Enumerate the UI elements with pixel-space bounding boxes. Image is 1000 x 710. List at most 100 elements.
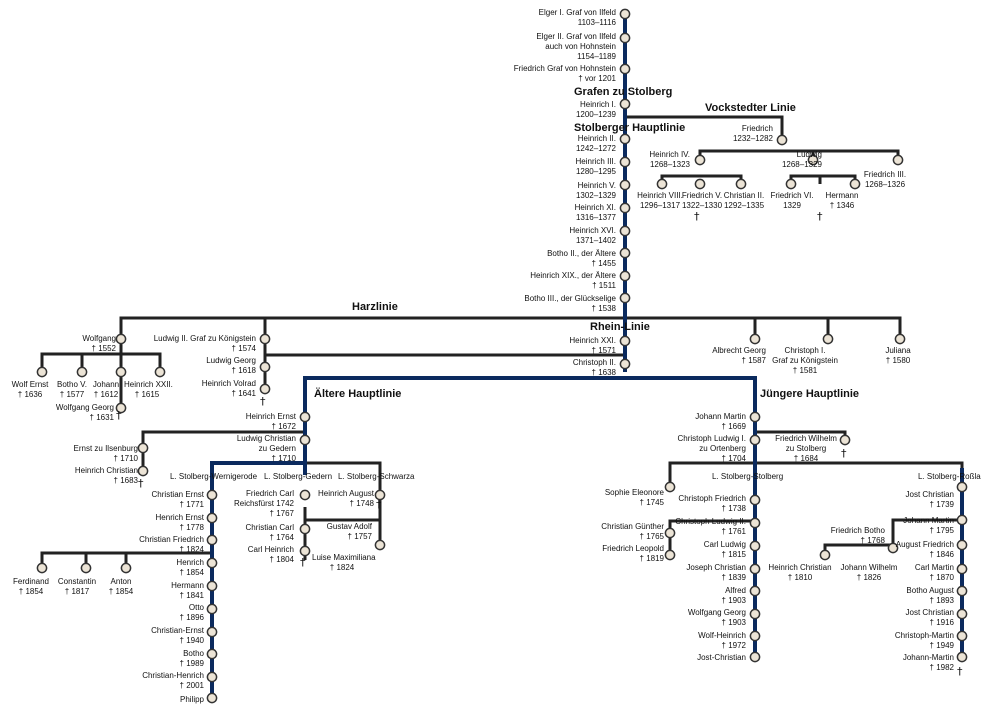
extinct-cross-icon: †	[376, 498, 382, 511]
person-alfred: Alfred † 1903	[721, 586, 746, 605]
person-node	[749, 434, 761, 446]
person-node	[36, 366, 48, 378]
heading-rhein-linie: Rhein-Linie	[590, 321, 650, 333]
person-node	[259, 361, 271, 373]
person-node	[206, 512, 218, 524]
person-node	[137, 442, 149, 454]
person-johann-martin: Johann Martin † 1669	[695, 412, 746, 431]
person-node	[120, 562, 132, 574]
person-wolf-ernst: Wolf Ernst † 1636	[11, 380, 49, 399]
person-node	[299, 411, 311, 423]
person-sophie-eleonore: Sophie Eleonore † 1745	[604, 488, 664, 507]
person-node	[206, 692, 218, 704]
person-ludwig-georg: Ludwig Georg † 1618	[206, 356, 256, 375]
person-botho-3: Botho III., der Glückselige † 1538	[524, 294, 616, 313]
person-node	[374, 489, 386, 501]
person-node	[894, 333, 906, 345]
heading-juengere-hauptlinie: Jüngere Hauptlinie	[760, 388, 860, 400]
person-luise-maximiliana: Luise Maximiliana † 1824	[312, 553, 376, 572]
person-otto: Otto † 1896	[179, 603, 204, 622]
person-christoph-ludwig-2: Christoph Ludwig II. † 1761	[675, 517, 746, 536]
person-heinrich-august: Heinrich August † 1748	[317, 489, 374, 508]
person-node	[749, 517, 761, 529]
person-heinrich-19: Heinrich XIX., der Ältere † 1511	[530, 271, 616, 290]
person-anton: Anton † 1854	[108, 577, 134, 596]
person-wolfgang: Wolfgang † 1552	[82, 334, 116, 353]
person-friedrich-hohnstein: Friedrich Graf von Hohnstein † vor 1201	[513, 64, 616, 83]
person-botho-august: Botho August † 1893	[906, 586, 954, 605]
person-node	[839, 434, 851, 446]
person-heinrich-4: Heinrich IV. 1268–1323	[649, 150, 690, 169]
person-node	[776, 134, 788, 146]
person-heinrich-8: Heinrich VIII. 1296–1317	[637, 191, 683, 210]
person-node	[749, 585, 761, 597]
person-node	[749, 411, 761, 423]
person-node	[849, 178, 861, 190]
person-christian-henrich: Christian-Henrich † 2001	[142, 671, 204, 690]
heading-stolberg-schwarza: L. Stolberg-Schwarza	[338, 472, 415, 481]
person-wolfgang-georg-2: Wolfgang Georg † 1903	[687, 608, 746, 627]
person-christian-ernst-2: Christian-Ernst † 1940	[151, 626, 204, 645]
person-node	[36, 562, 48, 574]
person-elger-1: Elger I. Graf von Ilfeld 1103–1116	[538, 8, 616, 27]
person-node	[619, 202, 631, 214]
person-node	[956, 514, 968, 526]
person-node	[956, 563, 968, 575]
person-joseph-christian: Joseph Christian † 1839	[686, 563, 746, 582]
person-node	[785, 178, 797, 190]
person-gustav-adolf: Gustav Adolf † 1757	[326, 522, 372, 541]
person-node	[619, 270, 631, 282]
person-node	[206, 557, 218, 569]
person-node	[115, 402, 127, 414]
person-node	[619, 247, 631, 259]
person-node	[206, 603, 218, 615]
person-node	[299, 489, 311, 501]
person-august-friedrich: August Friedrich † 1846	[895, 540, 954, 559]
person-wolf-heinrich: Wolf-Heinrich † 1972	[698, 631, 746, 650]
person-node	[807, 154, 819, 166]
person-jost-christian: Jost Christian † 1739	[905, 490, 954, 509]
person-carl-martin: Carl Martin † 1870	[914, 563, 954, 582]
person-node	[619, 133, 631, 145]
heading-grafen-zu-stolberg: Grafen zu Stolberg	[574, 86, 673, 98]
person-node	[749, 651, 761, 663]
person-heinrich-5: Heinrich V. 1302–1329	[575, 181, 616, 200]
person-node	[694, 154, 706, 166]
heading-stolberg-wernigerode: L. Stolberg-Wernigerode	[170, 472, 258, 481]
person-node	[259, 333, 271, 345]
person-node	[749, 540, 761, 552]
person-botho-2: Botho II., der Ältere † 1455	[547, 249, 616, 268]
extinct-cross-icon: †	[116, 409, 122, 422]
person-node	[619, 292, 631, 304]
heading-stolberger-hauptlinie: Stolberger Hauptlinie	[574, 122, 686, 134]
person-henrich-ernst: Henrich Ernst † 1778	[155, 513, 204, 532]
person-heinrich-2: Heinrich II. 1242–1272	[575, 134, 616, 153]
person-node	[206, 580, 218, 592]
person-node	[619, 8, 631, 20]
person-node	[115, 333, 127, 345]
person-johann-wilhelm: Johann Wilhelm † 1826	[840, 563, 898, 582]
person-node	[206, 534, 218, 546]
person-node	[749, 563, 761, 575]
person-node	[749, 630, 761, 642]
person-friedrich-leopold: Friedrich Leopold † 1819	[602, 544, 664, 563]
person-heinrich-22: Heinrich XXII. † 1615	[124, 380, 173, 399]
extinct-cross-icon: †	[817, 210, 823, 223]
extinct-cross-icon: †	[957, 665, 963, 678]
person-node	[115, 366, 127, 378]
heading-aeltere-hauptlinie: Ältere Hauptlinie	[314, 388, 402, 400]
person-heinrich-3: Heinrich III. 1280–1295	[575, 157, 616, 176]
person-friedrich-carl: Friedrich Carl Reichsfürst 1742 † 1767	[233, 489, 294, 518]
person-christian-friedrich: Christian Friedrich † 1824	[139, 535, 204, 554]
person-heinrich-1: Heinrich I. 1200–1239	[575, 100, 616, 119]
person-node	[956, 539, 968, 551]
person-christoph-1: Christoph I. Graf zu Königstein † 1581	[772, 346, 838, 375]
person-elger-2: Elger II. Graf von Ilfeld auch von Hohns…	[536, 32, 616, 61]
extinct-cross-icon: †	[841, 447, 847, 460]
person-node	[76, 366, 88, 378]
person-christoph-martin: Christoph-Martin † 1949	[894, 631, 954, 650]
person-carl-heinrich: Carl Heinrich † 1804	[247, 545, 294, 564]
person-christoph-ludwig: Christoph Ludwig I. zu Ortenberg † 1704	[677, 434, 746, 463]
person-node	[619, 335, 631, 347]
